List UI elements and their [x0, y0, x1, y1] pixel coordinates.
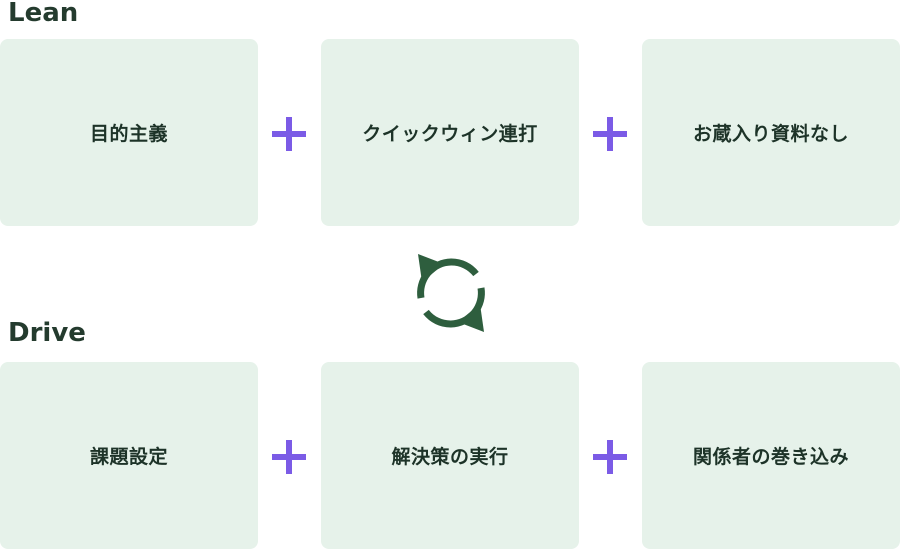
plus-icon: [593, 440, 627, 474]
lean-card-2: クイックウィン連打: [321, 39, 579, 226]
lean-section-title: Lean: [8, 0, 79, 28]
lean-card-1-label: 目的主義: [89, 123, 168, 145]
drive-card-1: 課題設定: [0, 362, 258, 549]
drive-card-3-label: 関係者の巻き込み: [692, 446, 849, 468]
drive-section-title: Drive: [8, 318, 86, 348]
lean-card-3-label: お蔵入り資料なし: [692, 123, 849, 145]
plus-icon: [272, 440, 306, 474]
drive-card-2: 解決策の実行: [321, 362, 579, 549]
drive-card-2-label: 解決策の実行: [391, 446, 509, 468]
lean-card-2-label: クイックウィン連打: [362, 123, 538, 145]
refresh-cycle-icon: [417, 254, 485, 332]
drive-card-3: 関係者の巻き込み: [642, 362, 900, 549]
drive-card-1-label: 課題設定: [89, 446, 168, 468]
plus-icon: [272, 117, 306, 151]
lean-card-1: 目的主義: [0, 39, 258, 226]
plus-icon: [593, 117, 627, 151]
lean-card-3: お蔵入り資料なし: [642, 39, 900, 226]
